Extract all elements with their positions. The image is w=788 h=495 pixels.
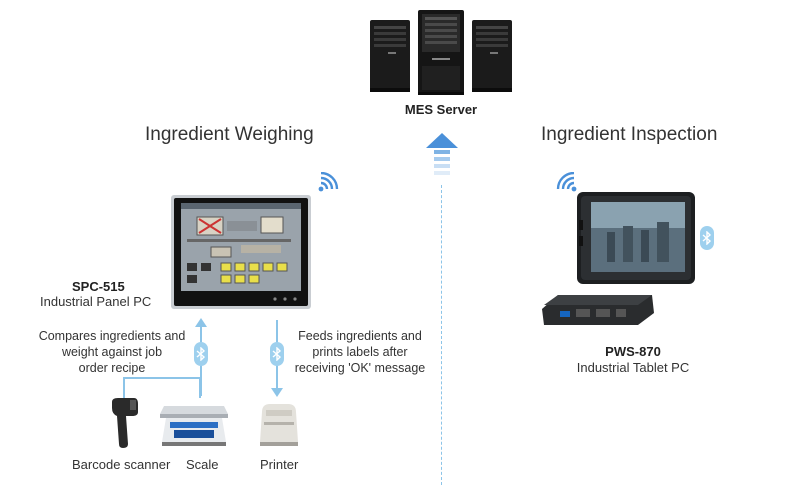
right-caption: Feeds ingredients and prints labels afte… (286, 328, 434, 376)
barcode-scanner-icon (108, 398, 140, 450)
caption-line: weight against job (61, 345, 163, 359)
bluetooth-icon (270, 342, 284, 366)
panel-pc-name: Industrial Panel PC (40, 294, 152, 309)
bluetooth-icon (194, 342, 208, 366)
panel-pc-model: SPC-515 (72, 279, 125, 294)
upload-arrow-icon (425, 133, 459, 183)
wifi-icon (555, 171, 577, 192)
caption-line: prints labels after (312, 345, 408, 359)
printer-icon (256, 402, 302, 448)
bluetooth-icon (700, 226, 714, 250)
left-caption: Compares ingredients and weight against … (30, 328, 194, 376)
mes-server-label: MES Server (404, 102, 478, 117)
docking-station-icon (540, 291, 656, 329)
ingredient-inspection-title: Ingredient Inspection (541, 124, 718, 145)
caption-line: Feeds ingredients and (298, 329, 422, 343)
caption-line: Compares ingredients and (38, 329, 186, 343)
barcode-scanner-label: Barcode scanner (72, 457, 171, 472)
panel-pc-icon (171, 195, 311, 309)
network-dashed-line (441, 185, 442, 485)
tablet-pc-name: Industrial Tablet PC (576, 360, 690, 375)
wifi-icon (318, 171, 340, 192)
mes-server-icon (366, 8, 516, 96)
scale-label: Scale (186, 457, 219, 472)
printer-label: Printer (260, 457, 299, 472)
tablet-pc-icon (577, 192, 695, 284)
device-branch-line (122, 376, 202, 400)
scale-icon (158, 402, 230, 448)
caption-line: order recipe (78, 361, 146, 375)
ingredient-weighing-title: Ingredient Weighing (145, 124, 314, 145)
caption-line: receiving 'OK' message (294, 361, 426, 375)
tablet-pc-model: PWS-870 (605, 344, 661, 359)
